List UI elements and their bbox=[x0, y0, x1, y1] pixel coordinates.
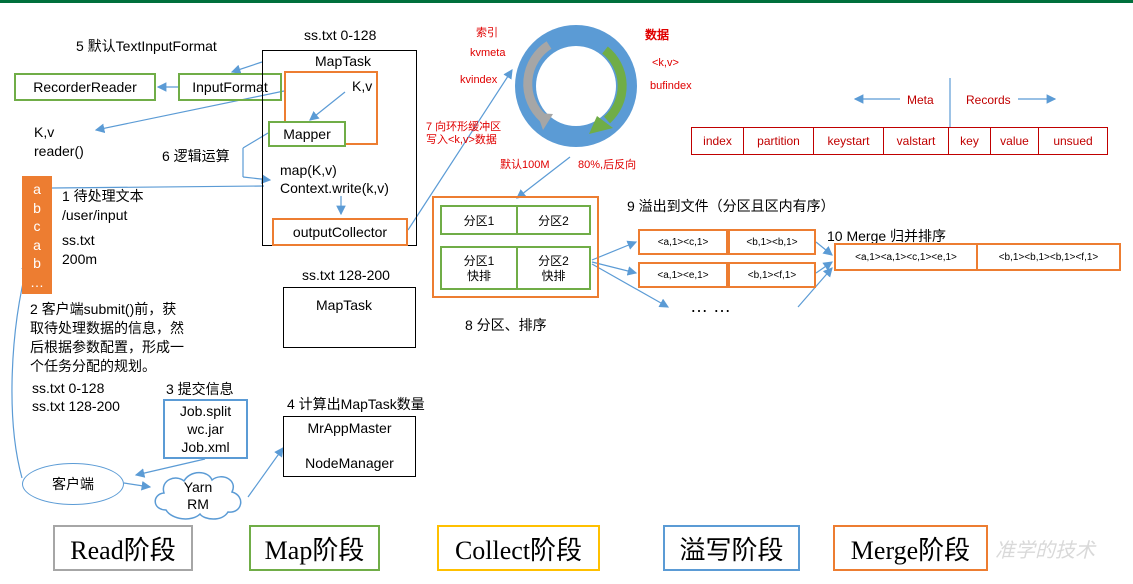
partition-bottom-label: 分区2 bbox=[538, 254, 569, 268]
meta-table: index partition keystart valstart key va… bbox=[691, 127, 1108, 155]
step5-label: 5 默认TextInputFormat bbox=[76, 38, 217, 54]
meta-cell-index: index bbox=[691, 127, 744, 155]
meta-cell-unsued: unsued bbox=[1038, 127, 1108, 155]
stack-item: b bbox=[33, 199, 41, 216]
partition-bottom-sort: 快排 bbox=[541, 269, 566, 283]
output-collector-box: outputCollector bbox=[272, 218, 408, 246]
phase-spill: 溢写阶段 bbox=[663, 525, 800, 571]
partition-bottom-sort: 快排 bbox=[466, 269, 491, 283]
meta-cell-key: key bbox=[948, 127, 991, 155]
stack-item: a bbox=[33, 181, 41, 197]
partition-bottom-label: 分区1 bbox=[463, 254, 495, 268]
step1-path: /user/input bbox=[62, 207, 128, 223]
app-master-label: MrAppMaster bbox=[307, 420, 392, 436]
rm-label: RM bbox=[187, 496, 209, 512]
input-format-box: InputFormat bbox=[178, 73, 282, 101]
partition-frame bbox=[432, 196, 599, 298]
submit-file: wc.jar bbox=[187, 421, 224, 437]
app-master-box: MrAppMaster NodeManager bbox=[283, 416, 416, 477]
spill-cell: <a,1><e,1> bbox=[638, 262, 728, 288]
phase-map: Map阶段 bbox=[249, 525, 380, 571]
meta-label: Meta bbox=[907, 93, 934, 107]
maptask1-range: ss.txt 0-128 bbox=[304, 27, 377, 43]
partition-bottom-2: 分区2 快排 bbox=[516, 246, 591, 290]
phase-collect: Collect阶段 bbox=[437, 525, 600, 571]
step2-line: 取待处理数据的信息，然 bbox=[30, 320, 184, 336]
step10-label: 10 Merge 归并排序 bbox=[827, 228, 947, 244]
maptask2-range: ss.txt 128-200 bbox=[302, 267, 390, 283]
ring-kv-label: <k,v> bbox=[652, 57, 679, 69]
step6-label: 6 逻辑运算 bbox=[162, 148, 230, 164]
partition-top-1: 分区1 bbox=[440, 205, 518, 235]
partition-top-2: 分区2 bbox=[516, 205, 591, 235]
ring-reverse-label: 80%,后反向 bbox=[578, 159, 637, 171]
reader-call-label: reader() bbox=[34, 143, 84, 159]
step1-title: 1 待处理文本 bbox=[62, 188, 144, 204]
ring-index-label: 索引 bbox=[476, 27, 498, 39]
step1-size: 200m bbox=[62, 251, 98, 267]
split-2: ss.txt 128-200 bbox=[32, 398, 120, 414]
input-file-stack: a b c a b … bbox=[22, 176, 52, 294]
split-1: ss.txt 0-128 bbox=[32, 380, 105, 396]
meta-cell-value: value bbox=[990, 127, 1039, 155]
yarn-cloud-shape bbox=[154, 471, 242, 520]
ring-buffer bbox=[515, 25, 637, 147]
maptask2-box bbox=[283, 287, 416, 348]
stack-item: b bbox=[33, 255, 41, 271]
records-label: Records bbox=[966, 93, 1011, 107]
submit-file: Job.split bbox=[179, 403, 232, 419]
step2-line: 个任务分配的规划。 bbox=[30, 358, 156, 374]
kv-reader-label: K,v bbox=[34, 124, 55, 140]
yarn-label: Yarn bbox=[183, 479, 213, 495]
meta-cell-valstart: valstart bbox=[883, 127, 949, 155]
ring-data-label: 数据 bbox=[645, 28, 670, 42]
merge-cell: <a,1><a,1><c,1><e,1> bbox=[834, 243, 978, 271]
step7-line: 写入<k,v>数据 bbox=[426, 134, 497, 146]
spill-ellipsis: … … bbox=[690, 296, 732, 316]
phase-merge: Merge阶段 bbox=[833, 525, 988, 571]
partition-bottom-1: 分区1 快排 bbox=[440, 246, 518, 290]
stack-item: c bbox=[33, 218, 41, 234]
step2-line: 2 客户端submit()前，获 bbox=[30, 301, 177, 317]
spill-cell: <a,1><c,1> bbox=[638, 229, 728, 255]
step3-label: 3 提交信息 bbox=[166, 381, 234, 397]
step9-label: 9 溢出到文件（分区且区内有序） bbox=[627, 198, 835, 214]
meta-cell-partition: partition bbox=[743, 127, 814, 155]
merge-cell: <b,1><b,1><b,1><f,1> bbox=[976, 243, 1121, 271]
maptask2-title: MapTask bbox=[316, 297, 373, 313]
step2-line: 后根据参数配置，形成一 bbox=[30, 339, 184, 355]
submit-files-box: Job.split wc.jar Job.xml bbox=[163, 399, 248, 459]
node-manager-label: NodeManager bbox=[305, 455, 394, 471]
step1-file: ss.txt bbox=[62, 232, 95, 248]
ring-kvindex-label: kvindex bbox=[460, 74, 498, 86]
maptask1-title: MapTask bbox=[315, 53, 372, 69]
top-rule bbox=[0, 0, 1133, 3]
step4-label: 4 计算出MapTask数量 bbox=[287, 396, 425, 412]
recorder-reader-box: RecorderReader bbox=[14, 73, 156, 101]
map-call: map(K,v) bbox=[280, 162, 337, 178]
meta-cell-keystart: keystart bbox=[813, 127, 884, 155]
watermark: 准学的技术 bbox=[995, 540, 1095, 562]
context-write: Context.write(k,v) bbox=[280, 180, 389, 196]
maptask-kv-label: K,v bbox=[352, 78, 373, 94]
submit-file: Job.xml bbox=[181, 439, 230, 455]
step8-label: 8 分区、排序 bbox=[465, 317, 547, 333]
ring-default-size: 默认100M bbox=[500, 159, 550, 171]
spill-cell: <b,1><b,1> bbox=[728, 229, 816, 255]
mapper-box: Mapper bbox=[268, 121, 346, 147]
spill-cell: <b,1><f,1> bbox=[728, 262, 816, 288]
phase-read: Read阶段 bbox=[53, 525, 193, 571]
ring-kvmeta-label: kvmeta bbox=[470, 47, 506, 59]
stack-item: … bbox=[30, 273, 44, 290]
ring-bufindex-label: bufindex bbox=[650, 80, 692, 92]
yarn-rm-label: Yarn RM bbox=[148, 479, 248, 513]
client-ellipse: 客户端 bbox=[22, 463, 124, 505]
stack-item: a bbox=[33, 236, 41, 253]
step7-line: 7 向环形缓冲区 bbox=[426, 121, 502, 133]
